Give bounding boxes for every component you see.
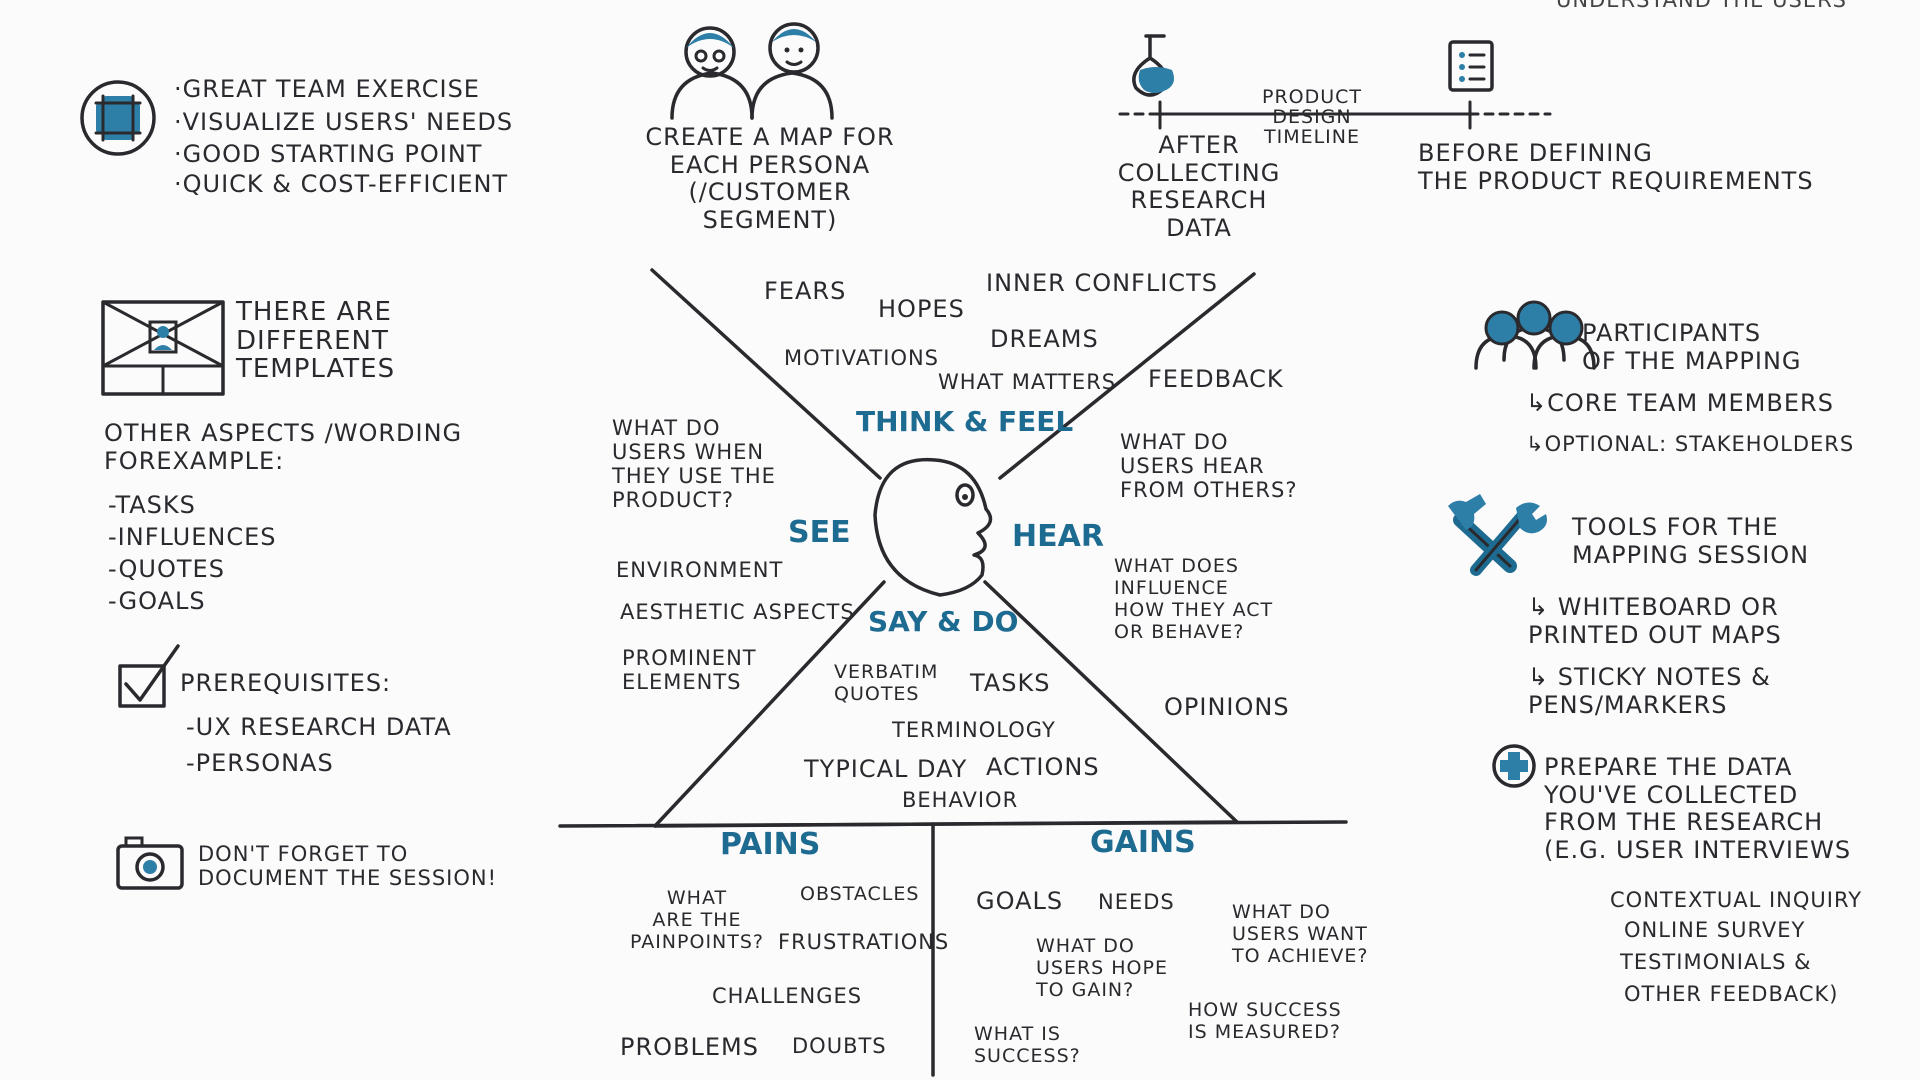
gains-item: WHAT IS SUCCESS? [974, 1023, 1081, 1067]
hear-title: HEAR [1012, 519, 1104, 554]
think-feel-title: THINK & FEEL [856, 405, 1074, 438]
say-do-item: TASKS [970, 669, 1051, 697]
tools-icon [1448, 494, 1547, 576]
aspect-item: -QUOTES [108, 555, 225, 583]
see-title: SEE [788, 515, 851, 550]
think-feel-item: FEARS [764, 277, 847, 305]
timeline-label: PRODUCT DESIGN TIMELINE [1261, 86, 1363, 148]
pains-item: DOUBTS [792, 1034, 887, 1058]
templates-note: THERE ARE DIFFERENT TEMPLATES [236, 297, 396, 385]
document-icon [1448, 40, 1494, 92]
prerequisites-title: PREREQUISITES: [180, 669, 392, 697]
hear-item: WHAT DOES INFLUENCE HOW THEY ACT OR BEHA… [1114, 555, 1274, 643]
tools-item: ↳ STICKY NOTES & PENS/MARKERS [1528, 663, 1771, 719]
participants-title: PARTICIPANTS OF THE MAPPING [1582, 319, 1802, 375]
prerequisite-item: -UX RESEARCH DATA [186, 713, 452, 741]
say-do-item: BEHAVIOR [902, 788, 1019, 812]
map-lines [558, 268, 1348, 1077]
pains-item: CHALLENGES [712, 984, 863, 1008]
gains-item: NEEDS [1098, 890, 1175, 914]
benefit-item: ·QUICK & COST-EFFICIENT [174, 170, 509, 198]
participants-item: ↳CORE TEAM MEMBERS [1526, 389, 1834, 417]
say-do-item: TYPICAL DAY [804, 755, 968, 783]
see-item: ENVIRONMENT [616, 558, 784, 582]
prepare-item: ONLINE SURVEY [1624, 918, 1806, 942]
think-feel-item: HOPES [878, 295, 965, 323]
pains-item: PROBLEMS [620, 1033, 759, 1061]
top-right-note: UNDERSTAND THE USERS [1556, 0, 1848, 12]
gains-item: GOALS [976, 887, 1064, 915]
pains-item: FRUSTRATIONS [778, 930, 950, 954]
plus-circle-icon [80, 80, 156, 156]
document-note: DON'T FORGET TO DOCUMENT THE SESSION! [198, 842, 498, 891]
head-icon [873, 457, 993, 597]
think-feel-item: WHAT MATTERS [938, 370, 1117, 394]
aspect-item: -INFLUENCES [108, 523, 277, 551]
pains-item: OBSTACLES [800, 883, 920, 905]
aspect-item: -TASKS [108, 491, 196, 519]
see-item: AESTHETIC ASPECTS [620, 600, 855, 624]
aspect-item: -GOALS [108, 587, 206, 615]
see-question: WHAT DO USERS WHEN THEY USE THE PRODUCT? [612, 416, 776, 513]
hear-item: WHAT DO USERS HEAR FROM OTHERS? [1120, 430, 1298, 503]
flask-icon [1132, 34, 1174, 97]
gains-item: HOW SUCCESS IS MEASURED? [1188, 999, 1342, 1043]
hear-item: OPINIONS [1164, 693, 1290, 721]
hear-item: FEEDBACK [1148, 365, 1284, 393]
checkbox-icon [118, 644, 180, 708]
prerequisite-item: -PERSONAS [186, 749, 334, 777]
timeline-before: BEFORE DEFINING THE PRODUCT REQUIREMENTS [1418, 139, 1814, 195]
say-do-title: SAY & DO [868, 605, 1019, 638]
think-feel-item: MOTIVATIONS [784, 346, 940, 370]
prepare-item: OTHER FEEDBACK) [1624, 982, 1839, 1006]
participants-item: ↳OPTIONAL: STAKEHOLDERS [1526, 432, 1855, 456]
think-feel-item: DREAMS [990, 325, 1099, 353]
tools-item: ↳ WHITEBOARD OR PRINTED OUT MAPS [1528, 593, 1782, 649]
template-icon [101, 300, 225, 396]
pains-item: WHAT ARE THE PAINPOINTS? [629, 887, 765, 953]
benefit-item: ·GOOD STARTING POINT [174, 140, 483, 168]
persona-note: CREATE A MAP FOR EACH PERSONA (/CUSTOMER… [645, 123, 895, 234]
see-item: PROMINENT ELEMENTS [622, 646, 757, 695]
gains-title: GAINS [1090, 825, 1196, 860]
prepare-title: PREPARE THE DATA YOU'VE COLLECTED FROM T… [1544, 753, 1852, 864]
participants-icon [1474, 300, 1596, 370]
say-do-item: ACTIONS [986, 753, 1100, 781]
benefit-item: ·VISUALIZE USERS' NEEDS [174, 108, 514, 136]
think-feel-item: INNER CONFLICTS [986, 269, 1218, 297]
camera-icon [116, 836, 184, 890]
gains-item: WHAT DO USERS HOPE TO GAIN? [1036, 935, 1168, 1001]
say-do-item: VERBATIM QUOTES [834, 661, 939, 705]
tools-title: TOOLS FOR THE MAPPING SESSION [1572, 513, 1810, 569]
prepare-plus-icon [1492, 744, 1536, 788]
prepare-item: TESTIMONIALS & [1620, 950, 1812, 974]
benefit-item: ·GREAT TEAM EXERCISE [174, 75, 480, 103]
timeline-line [1118, 100, 1552, 130]
persona-icon [670, 22, 834, 120]
timeline-after: AFTER COLLECTING RESEARCH DATA [1117, 131, 1281, 242]
say-do-item: TERMINOLOGY [892, 718, 1056, 742]
other-aspects-title: OTHER ASPECTS /WORDING FOREXAMPLE: [104, 419, 463, 475]
pains-title: PAINS [720, 827, 821, 862]
prepare-item: CONTEXTUAL INQUIRY [1610, 888, 1863, 912]
gains-item: WHAT DO USERS WANT TO ACHIEVE? [1232, 901, 1369, 967]
